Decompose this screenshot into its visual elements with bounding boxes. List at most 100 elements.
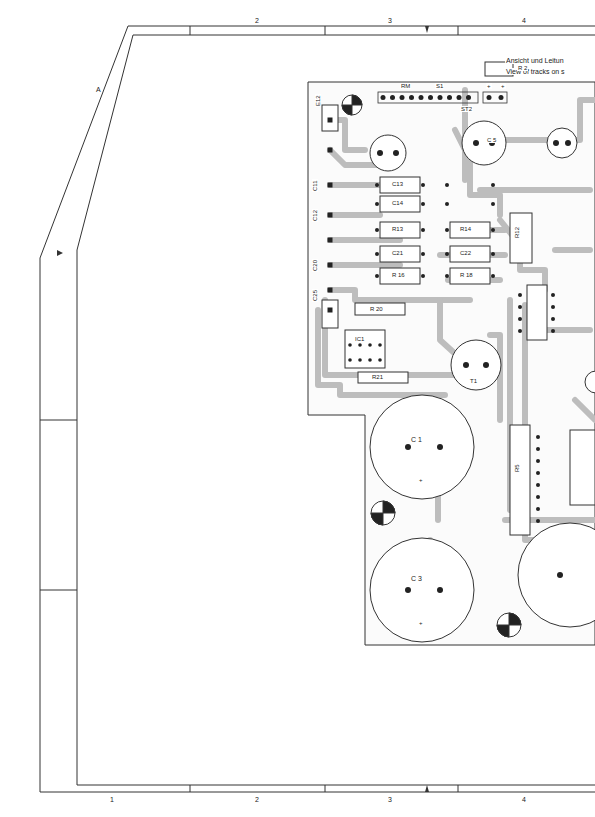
solder-pad — [536, 507, 540, 511]
solder-pad — [463, 362, 469, 368]
solder-pad — [553, 140, 559, 146]
solder-pad — [375, 252, 379, 256]
solder-pad — [358, 358, 362, 362]
solder-pad — [551, 293, 555, 297]
solder-pad — [405, 587, 411, 593]
solder-pad — [378, 343, 382, 347]
component-label: T1 — [470, 378, 477, 384]
solder-pad — [445, 228, 449, 232]
solder-pad — [491, 228, 495, 232]
solder-pad — [368, 358, 372, 362]
grid-reference: A — [96, 86, 101, 93]
solder-pad — [518, 329, 522, 333]
solder-pad — [328, 213, 333, 218]
solder-pad — [421, 252, 425, 256]
solder-pad — [358, 343, 362, 347]
component-label: E12 — [315, 94, 321, 107]
component-label: R 20 — [370, 306, 383, 312]
solder-pad — [328, 308, 333, 313]
solder-pad — [466, 95, 471, 100]
solder-pad — [457, 95, 462, 100]
solder-pad — [536, 471, 540, 475]
sheet-title: Ansicht und Leitun — [505, 57, 565, 64]
grid-reference: 3 — [388, 796, 392, 803]
solder-pad — [328, 148, 333, 153]
solder-pad — [536, 435, 540, 439]
solder-pad — [390, 95, 395, 100]
component-label: + — [486, 83, 492, 89]
component-label: IC1 — [355, 336, 364, 342]
component-label: C13 — [392, 181, 403, 187]
solder-pad — [445, 202, 449, 206]
solder-pad — [518, 293, 522, 297]
component-label: C11 — [312, 179, 318, 192]
solder-pad — [518, 317, 522, 321]
component-label: ST2 — [460, 106, 473, 112]
solder-pad — [419, 95, 424, 100]
solder-pad — [421, 228, 425, 232]
solder-pad — [400, 95, 405, 100]
solder-pad — [421, 202, 425, 206]
solder-pad — [375, 202, 379, 206]
solder-pad — [518, 305, 522, 309]
sheet-title: View of tracks on s — [505, 68, 566, 75]
solder-pad — [473, 140, 479, 146]
solder-pad — [405, 444, 411, 450]
solder-pad — [536, 483, 540, 487]
solder-pad — [445, 274, 449, 278]
solder-pad — [565, 140, 571, 146]
grid-reference: 2 — [255, 796, 259, 803]
solder-pad — [445, 252, 449, 256]
solder-pad — [551, 317, 555, 321]
solder-pad — [348, 358, 352, 362]
component-label: + — [500, 83, 506, 89]
solder-pad — [437, 587, 443, 593]
component-label: C 3 — [410, 575, 423, 582]
solder-pad — [409, 95, 414, 100]
solder-pad — [421, 183, 425, 187]
component-label: S1 — [435, 83, 444, 89]
component-label: R 2 — [517, 65, 528, 71]
component-label: C21 — [392, 250, 403, 256]
component-label: R5 — [514, 464, 520, 472]
component-label: C 1 — [410, 436, 423, 443]
solder-pad — [438, 95, 443, 100]
solder-pad — [557, 572, 563, 578]
solder-pad — [375, 183, 379, 187]
grid-reference: 4 — [522, 796, 526, 803]
solder-pad — [447, 95, 452, 100]
solder-pad — [499, 95, 504, 100]
component-label: + — [418, 477, 424, 483]
solder-pad — [375, 274, 379, 278]
solder-pad — [536, 519, 540, 523]
solder-pad — [377, 150, 383, 156]
grid-reference: 2 — [255, 17, 259, 24]
solder-pad — [428, 95, 433, 100]
component-label: R14 — [460, 226, 471, 232]
component-label: C20 — [312, 259, 318, 272]
solder-pad — [491, 274, 495, 278]
solder-pad — [445, 183, 449, 187]
mounting-holes — [342, 95, 595, 637]
pin-headers — [378, 92, 507, 103]
solder-pad — [491, 202, 495, 206]
solder-pad — [328, 288, 333, 293]
component-label: R 16 — [392, 272, 405, 278]
solder-pad — [483, 362, 489, 368]
solder-pad — [551, 305, 555, 309]
solder-pad — [393, 150, 399, 156]
solder-pad — [491, 252, 495, 256]
solder-pad — [491, 183, 495, 187]
component-label: R21 — [372, 374, 383, 380]
component-bodies — [322, 62, 595, 535]
grid-reference: 3 — [388, 17, 392, 24]
grid-reference: 1 — [110, 796, 114, 803]
component-label: C22 — [460, 250, 471, 256]
solder-pad — [437, 444, 443, 450]
component-label: R13 — [392, 226, 403, 232]
solder-pad — [328, 263, 333, 268]
solder-pad — [375, 228, 379, 232]
component-label: C12 — [312, 209, 318, 222]
